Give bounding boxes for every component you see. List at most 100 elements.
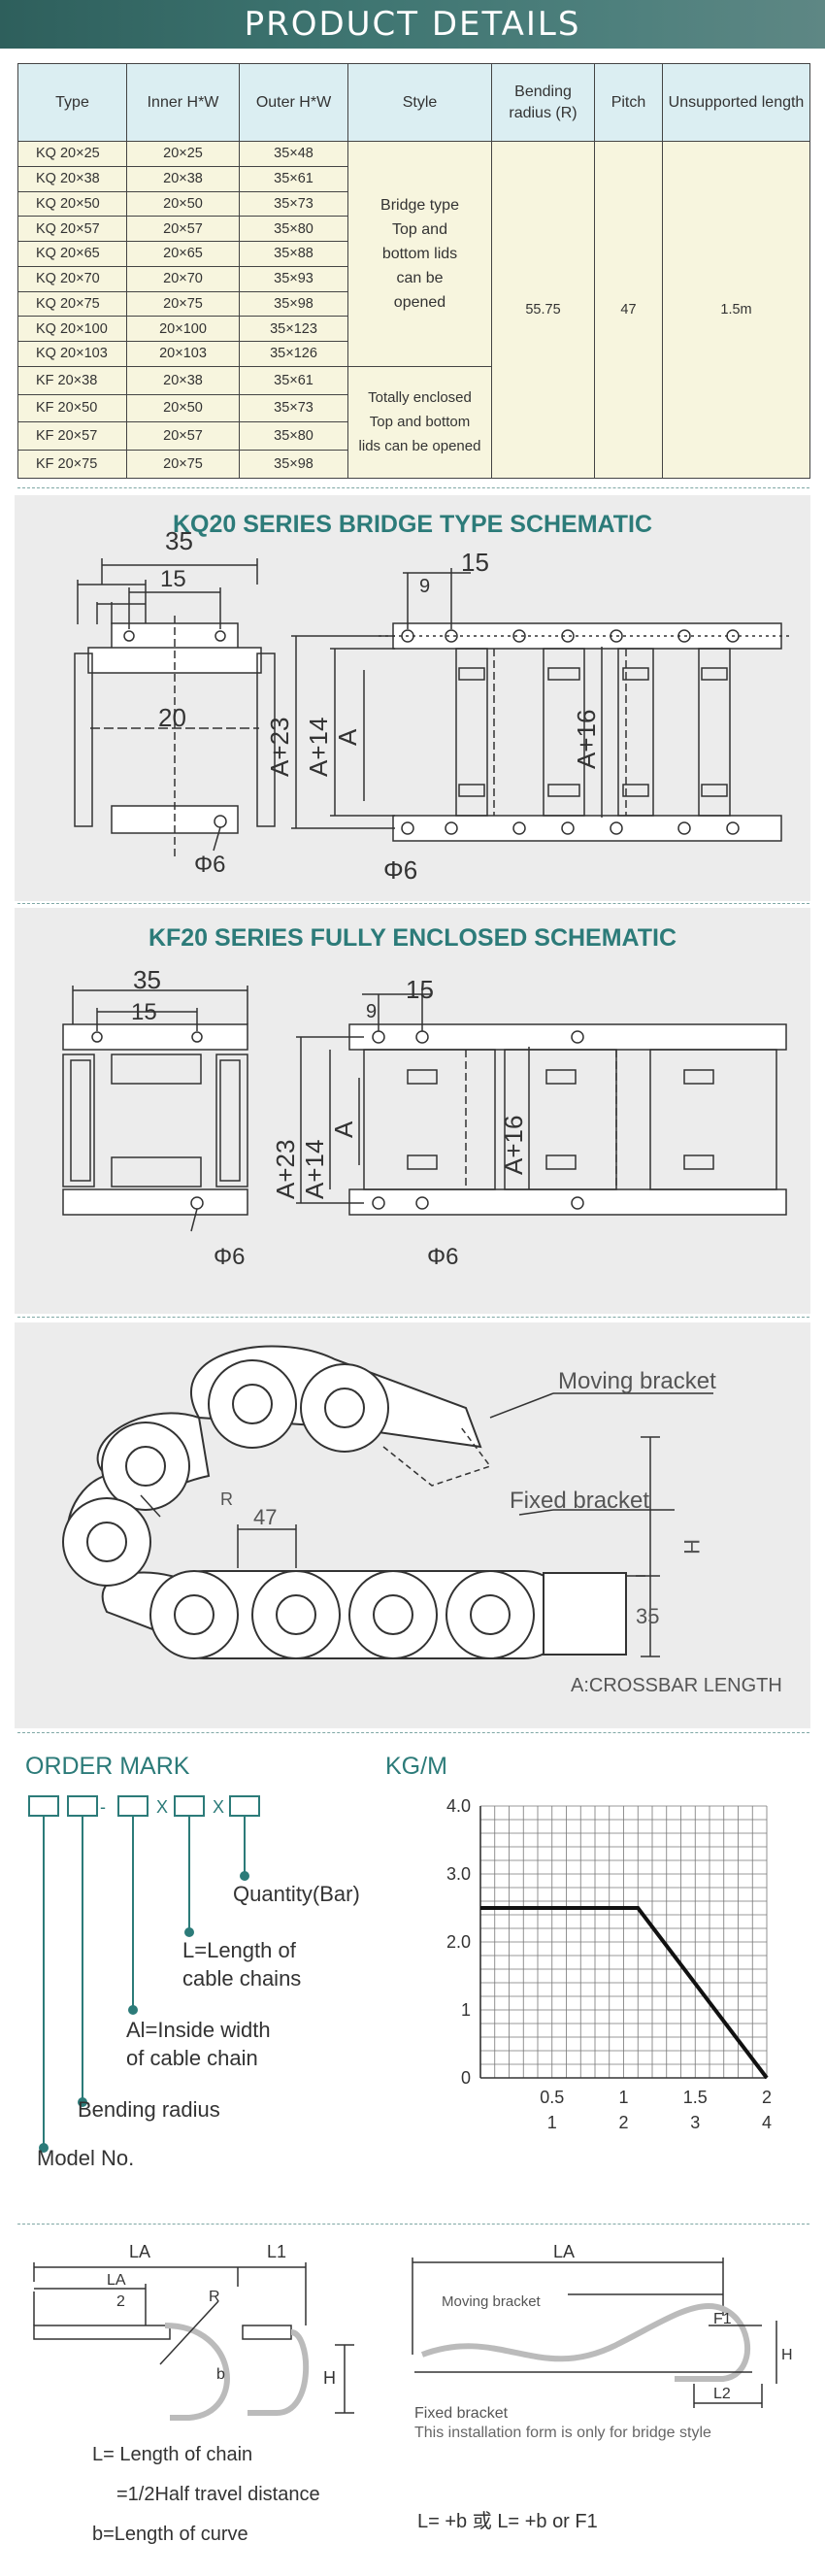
x-tick-label-secondary: 4 — [762, 2113, 772, 2132]
cell-type: KQ 20×70 — [17, 265, 127, 292]
style-kf-line: Top and bottom — [369, 414, 471, 431]
label-bending-radius: Bending radius — [78, 2097, 220, 2122]
cell-inner: 20×75 — [126, 290, 240, 318]
kq-dim-15: 15 — [160, 566, 186, 592]
col-unsupported: Unsupported length — [662, 63, 810, 142]
cell-inner: 20×75 — [126, 450, 240, 479]
cell-inner: 20×65 — [126, 241, 240, 267]
cell-type: KQ 20×38 — [17, 165, 127, 192]
y-tick-label: 2.0 — [446, 1932, 471, 1952]
kf-dim-a: A — [329, 1121, 358, 1138]
bend-dim-47: 47 — [253, 1505, 277, 1529]
col-inner: Inner H*W — [126, 63, 240, 142]
y-tick-label: 4.0 — [446, 1796, 471, 1816]
x-tick-label: 2 — [762, 2088, 772, 2107]
load-curve — [480, 1906, 769, 2080]
cell-type: KF 20×75 — [17, 450, 127, 479]
kf-dim-phi6-right: Φ6 — [427, 1244, 459, 1270]
col-pitch: Pitch — [594, 63, 663, 142]
label-length-2: cable chains — [182, 1966, 302, 1991]
kf-dim-a16: A+16 — [499, 1116, 528, 1175]
inst-h-right: H — [781, 2347, 793, 2363]
col-bending: Bending radius (R) — [491, 63, 595, 142]
x-tick-label-secondary: 3 — [690, 2113, 700, 2132]
y-tick-label: 0 — [461, 2068, 471, 2088]
cell-inner: 20×25 — [126, 141, 240, 167]
kq-dim-phi6: Φ6 — [194, 852, 226, 878]
order-mark-diagram: - X X — [28, 1795, 260, 2153]
cell-unsupported-length: 1.5m — [662, 141, 810, 479]
legend-length: L= Length of chain — [92, 2444, 253, 2465]
kf-dim-9: 9 — [366, 1001, 377, 1022]
divider — [17, 2224, 809, 2225]
divider — [17, 487, 809, 488]
cell-outer: 35×80 — [239, 216, 348, 242]
divider — [17, 1732, 809, 1733]
cell-type: KQ 20×57 — [17, 216, 127, 242]
label-model-no: Model No. — [37, 2146, 135, 2170]
cell-type: KF 20×50 — [17, 393, 127, 423]
legend-curve: b=Length of curve — [92, 2524, 248, 2545]
label-length-1: L=Length of — [182, 1938, 296, 1962]
style-kf-line: lids can be opened — [358, 438, 481, 455]
cell-outer: 35×73 — [239, 393, 348, 423]
kq-dim-15-top: 15 — [461, 548, 489, 577]
cell-outer: 35×98 — [239, 450, 348, 479]
legend-half-travel: =1/2Half travel distance — [116, 2484, 320, 2505]
bend-schematic: Moving bracket Fixed bracket 47 R H 35 — [62, 1345, 716, 1659]
inst-l2: L2 — [713, 2386, 731, 2402]
page-title: PRODUCT DETAILS — [244, 5, 581, 44]
crossbar-note: A:CROSSBAR LENGTH — [571, 1675, 782, 1696]
label-moving-bracket: Moving bracket — [558, 1368, 716, 1394]
x-tick-label: 1.5 — [683, 2088, 708, 2107]
divider — [17, 903, 809, 904]
cell-inner: 20×38 — [126, 365, 240, 395]
formula: L= +b 或 L= +b or F1 — [417, 2511, 598, 2532]
cell-type: KQ 20×100 — [17, 316, 127, 342]
kq-dim-phi6-right: Φ6 — [383, 855, 417, 885]
order-mark-title: ORDER MARK — [25, 1753, 190, 1780]
order-x1: X — [156, 1797, 168, 1817]
inst-h: H — [323, 2368, 336, 2388]
cell-type: KQ 20×25 — [17, 141, 127, 167]
kf-dim-a14: A+14 — [300, 1140, 329, 1199]
kf-title: KF20 SERIES FULLY ENCLOSED SCHEMATIC — [148, 924, 677, 952]
kq-dim-a23: A+23 — [265, 718, 294, 777]
x-tick-label-secondary: 1 — [547, 2113, 557, 2132]
col-style: Style — [347, 63, 492, 142]
kf-dim-35: 35 — [133, 965, 161, 994]
order-x2: X — [213, 1797, 224, 1817]
kq-dim-35: 35 — [165, 526, 193, 555]
kq-dim-a14: A+14 — [304, 718, 333, 777]
cell-outer: 35×93 — [239, 265, 348, 292]
kf-schematic: 35 15 Φ6 9 15 Φ6 A+23 A+14 A A+16 — [62, 965, 787, 1270]
order-dash: - — [100, 1797, 106, 1817]
cell-inner: 20×38 — [126, 165, 240, 192]
cell-outer: 35×123 — [239, 316, 348, 342]
col-type: Type — [17, 63, 127, 142]
cell-type: KQ 20×103 — [17, 341, 127, 367]
y-tick-label: 3.0 — [446, 1864, 471, 1884]
inst-fixed-bracket: Fixed bracket — [414, 2405, 509, 2422]
kq-dim-20: 20 — [158, 703, 186, 732]
x-tick-label: 1 — [618, 2088, 628, 2107]
cell-outer: 35×48 — [239, 141, 348, 167]
cell-inner: 20×57 — [126, 421, 240, 452]
inst-b: b — [216, 2366, 225, 2383]
inst-two: 2 — [116, 2293, 125, 2310]
kf-dim-phi6: Φ6 — [214, 1244, 246, 1270]
inst-la-right: LA — [553, 2242, 575, 2261]
x-tick-label-secondary: 2 — [618, 2113, 628, 2132]
